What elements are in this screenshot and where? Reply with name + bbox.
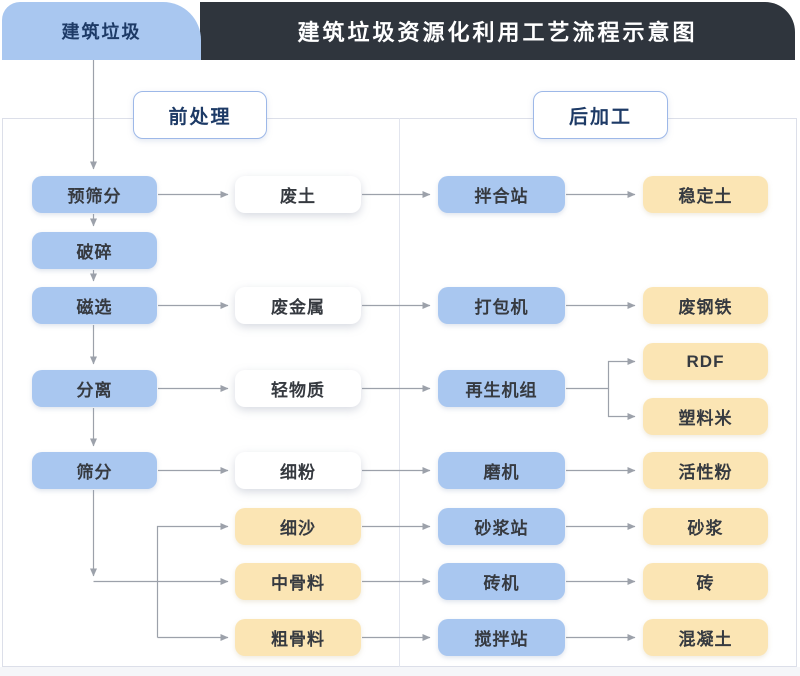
source-tab-construction-waste: 建筑垃圾 [2, 2, 201, 60]
flow-node-concrete: 混凝土 [643, 619, 768, 656]
flow-node-brick-machine: 砖机 [438, 563, 565, 600]
flow-node-pre-screening: 预筛分 [32, 176, 157, 213]
section-label-pretreatment: 前处理 [133, 91, 267, 139]
flow-node-light-material: 轻物质 [235, 370, 361, 407]
bottom-strip [0, 667, 800, 676]
flow-node-label: 塑料米 [678, 409, 733, 428]
flow-node-mortar: 砂浆 [643, 508, 768, 545]
flow-node-label: 稳定土 [678, 187, 733, 206]
flow-node-label: 砂浆站 [474, 519, 529, 538]
flow-node-magnetic-separation: 磁选 [32, 287, 157, 324]
flow-node-waste-metal: 废金属 [235, 287, 361, 324]
flow-node-label: RDF [686, 351, 725, 371]
flow-node-stabilized-soil: 稳定土 [643, 176, 768, 213]
flow-node-mill: 磨机 [438, 452, 565, 489]
flow-node-label: 磨机 [483, 463, 520, 482]
flow-node-separation: 分离 [32, 370, 157, 407]
section-label-pretreatment-text: 前处理 [168, 106, 232, 128]
flow-node-label: 砖机 [483, 574, 520, 593]
flow-node-label: 破碎 [76, 243, 113, 262]
flow-node-rdf: RDF [643, 343, 768, 380]
diagram-title: 建筑垃圾资源化利用工艺流程示意图 [297, 20, 698, 45]
flow-node-label: 预筛分 [67, 187, 122, 206]
flow-node-medium-aggregate: 中骨料 [235, 563, 361, 600]
section-label-postprocessing-text: 后加工 [568, 106, 632, 128]
flow-node-label: 粗骨料 [271, 630, 325, 649]
flow-node-waste-soil: 废土 [235, 176, 361, 213]
flow-node-scrap-steel: 废钢铁 [643, 287, 768, 324]
flow-node-screening: 筛分 [32, 452, 157, 489]
flow-node-label: 中骨料 [271, 574, 325, 593]
flow-node-plastic-pellets: 塑料米 [643, 398, 768, 435]
flow-node-label: 磁选 [76, 298, 113, 317]
flow-node-active-powder: 活性粉 [643, 452, 768, 489]
flow-node-baler: 打包机 [438, 287, 565, 324]
flow-node-fine-powder: 细粉 [235, 452, 361, 489]
flow-node-regeneration-unit: 再生机组 [438, 370, 565, 407]
flow-node-label: 废土 [280, 187, 316, 206]
source-tab-label: 建筑垃圾 [61, 22, 142, 42]
flow-node-label: 再生机组 [465, 381, 538, 400]
flow-node-label: 活性粉 [678, 463, 733, 482]
flow-node-mortar-plant: 砂浆站 [438, 508, 565, 545]
flow-node-fine-sand: 细沙 [235, 508, 361, 545]
column-divider [399, 118, 400, 667]
flow-node-mixing-plant: 拌合站 [438, 176, 565, 213]
flow-node-brick: 砖 [643, 563, 768, 600]
flow-node-label: 细粉 [280, 463, 316, 482]
flow-node-label: 废钢铁 [678, 298, 733, 317]
flow-node-label: 废金属 [271, 298, 325, 317]
flow-node-label: 细沙 [280, 519, 316, 538]
flow-node-label: 轻物质 [271, 381, 325, 400]
flow-node-label: 砂浆 [687, 519, 724, 538]
flow-node-label: 筛分 [76, 463, 113, 482]
diagram-titlebar: 建筑垃圾资源化利用工艺流程示意图 [200, 2, 795, 60]
flow-node-coarse-aggregate: 粗骨料 [235, 619, 361, 656]
section-label-postprocessing: 后加工 [533, 91, 668, 139]
flow-node-crushing: 破碎 [32, 232, 157, 269]
flow-node-label: 搅拌站 [474, 630, 529, 649]
flow-node-concrete-plant: 搅拌站 [438, 619, 565, 656]
flow-node-label: 分离 [76, 381, 113, 400]
flow-node-label: 砖 [696, 574, 715, 593]
flow-node-label: 拌合站 [474, 187, 529, 206]
flow-node-label: 打包机 [474, 298, 529, 317]
flow-node-label: 混凝土 [678, 630, 733, 649]
